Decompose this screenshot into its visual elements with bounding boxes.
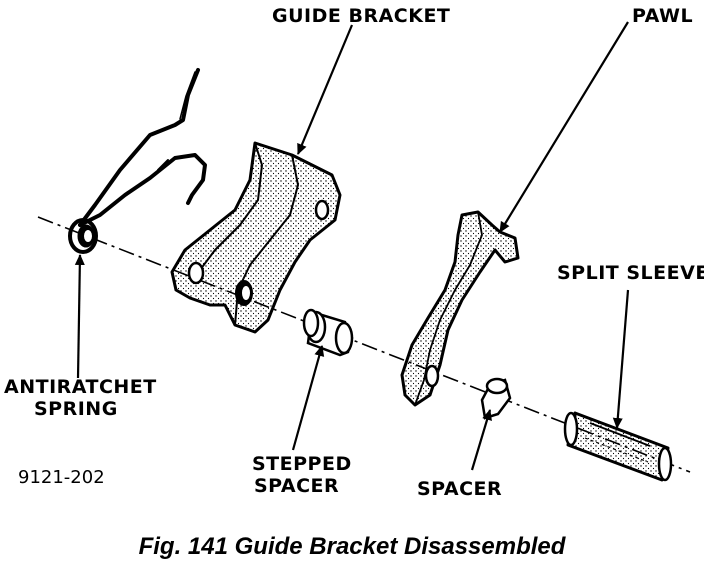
pawl-part	[400, 210, 520, 407]
spacer-part	[480, 377, 512, 420]
antiratchet-spring-part	[68, 68, 207, 254]
pawl-label: PAWL	[632, 5, 694, 27]
leader-lines	[74, 21, 630, 471]
split-sleeve-label: SPLIT SLEEVE	[557, 262, 704, 284]
guide-bracket-part	[170, 141, 342, 334]
spacer-label: SPACER	[417, 478, 503, 500]
antiratchet-spring-label: ANTIRATCHET SPRING	[4, 376, 157, 420]
stepped-spacer-label-line1: STEPPED	[252, 453, 352, 475]
antiratchet-spring-leader	[74, 254, 85, 379]
figure-caption: Fig. 141 Guide Bracket Disassembled	[138, 533, 566, 560]
stepped-spacer-label: STEPPED SPACER	[250, 453, 360, 497]
guide-bracket-leader	[296, 24, 354, 155]
figure-id: 9121-202	[18, 467, 105, 488]
stepped-spacer-leader	[291, 345, 325, 451]
antiratchet-spring-label-line2: SPRING	[34, 398, 118, 420]
split-sleeve-leader	[612, 289, 630, 429]
split-sleeve-part	[563, 411, 673, 482]
stepped-spacer-part	[302, 308, 354, 357]
guide-bracket-label: GUIDE BRACKET	[272, 5, 451, 27]
stepped-spacer-label-line2: SPACER	[254, 475, 340, 497]
pawl-leader	[499, 21, 629, 233]
antiratchet-spring-label-line1: ANTIRATCHET	[4, 376, 157, 398]
spacer-leader	[470, 409, 492, 471]
